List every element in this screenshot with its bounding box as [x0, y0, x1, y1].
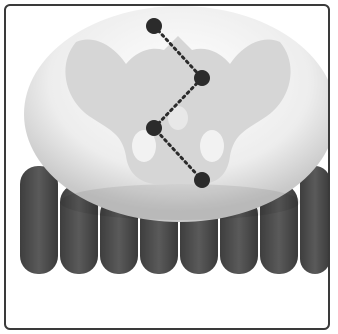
measurement-point [146, 120, 162, 136]
measurement-point [146, 18, 162, 34]
cushion-shadow [60, 184, 300, 220]
measurement-point [194, 70, 210, 86]
pelvis-cushion-illustration [6, 6, 330, 330]
support-bar [20, 166, 58, 274]
measurement-point [194, 172, 210, 188]
support-bar [300, 166, 330, 274]
illustration-card [4, 4, 330, 330]
